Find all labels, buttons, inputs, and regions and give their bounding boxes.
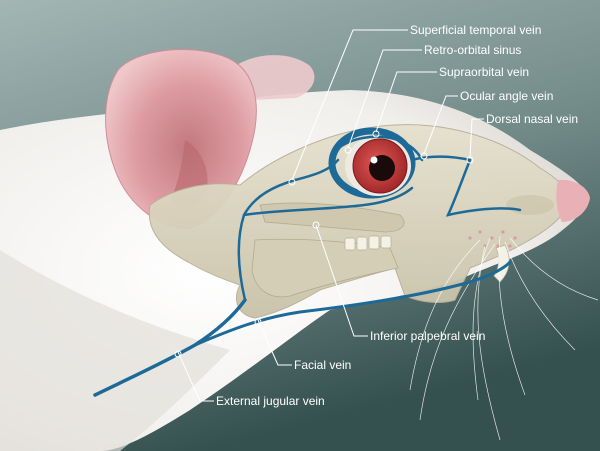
label-external-jugular-vein: External jugular vein [216,394,325,408]
ocular-angle-vein-path [410,155,472,162]
leader-superficial-temporal [291,29,408,181]
nose [556,179,590,222]
label-supraorbital-vein: Supraorbital vein [439,65,530,79]
superficial-temporal-vein-path [237,158,340,302]
leader-inferior-palpebral [315,224,368,337]
leader-ocular-angle [423,95,458,155]
facial-vein-path [193,260,512,347]
eye-highlight [370,156,378,164]
vein-network [93,135,522,397]
incisor [493,244,510,283]
molar-teeth [344,235,392,251]
inferior-palpebral-vein-path [242,186,414,217]
leader-dorsal-nasal [469,118,484,159]
mandible [251,238,399,298]
leader-retro-orbital [347,49,422,149]
label-dorsal-nasal-vein: Dorsal nasal vein [486,112,579,126]
whisker-pad [468,230,517,248]
label-ocular-angle-vein: Ocular angle vein [460,89,554,103]
fur-shadow [0,250,230,451]
leader-end-markers [174,130,474,358]
label-retro-orbital-sinus: Retro-orbital sinus [424,43,522,57]
label-facial-vein: Facial vein [294,358,352,372]
label-superficial-temporal-vein: Superficial temporal vein [410,23,542,37]
dorsal-nasal-vein-path [445,158,522,217]
leader-external-jugular [177,351,214,402]
whiskers [409,235,599,441]
label-inferior-palpebral-vein: Inferior palpebral vein [370,329,486,343]
leader-supraorbital [375,71,437,133]
leader-lines [177,29,484,402]
leader-facial [257,319,292,366]
nasal-shade [506,195,554,215]
